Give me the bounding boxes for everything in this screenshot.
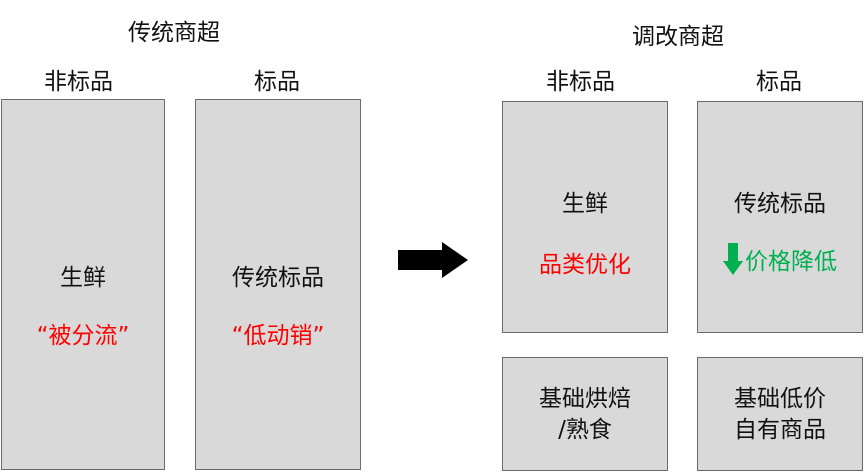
right-box-bakery: 基础烘焙 /熟食 <box>502 357 668 471</box>
category-optimize-note: 品类优化 <box>539 252 631 278</box>
right-title: 调改商超 <box>632 24 724 50</box>
right-box-private-label: 基础低价 自有商品 <box>697 357 863 471</box>
bakery-line1: 基础烘焙 <box>539 386 631 412</box>
private-label-line1: 基础低价 <box>734 386 826 412</box>
left-col2-header: 标品 <box>254 69 300 95</box>
price-down-note: 价格降低 <box>698 242 862 276</box>
right-col1-header: 非标品 <box>546 69 615 95</box>
right-box-standard: 传统标品 价格降低 <box>697 101 863 333</box>
bakery-line2: /熟食 <box>558 417 612 443</box>
standard-label: 传统标品 <box>734 191 826 217</box>
standard-note: “低动销” <box>231 323 325 349</box>
arrow-down-icon <box>723 243 743 275</box>
fresh-label: 生鲜 <box>562 191 608 217</box>
fresh-note: “被分流” <box>36 323 130 349</box>
private-label-label: 基础低价 自有商品 <box>698 384 862 446</box>
price-down-text: 价格降低 <box>745 249 837 275</box>
left-box-standard: 传统标品 “低动销” <box>195 99 361 470</box>
left-title: 传统商超 <box>128 20 220 46</box>
left-box-fresh: 生鲜 “被分流” <box>1 99 165 470</box>
bakery-label: 基础烘焙 /熟食 <box>503 384 667 446</box>
private-label-line2: 自有商品 <box>734 417 826 443</box>
standard-label: 传统标品 <box>232 265 324 291</box>
fresh-label: 生鲜 <box>60 265 106 291</box>
left-col1-header: 非标品 <box>44 69 113 95</box>
arrow-right-icon <box>398 242 468 278</box>
right-col2-header: 标品 <box>756 69 802 95</box>
right-box-fresh: 生鲜 品类优化 <box>502 101 668 333</box>
